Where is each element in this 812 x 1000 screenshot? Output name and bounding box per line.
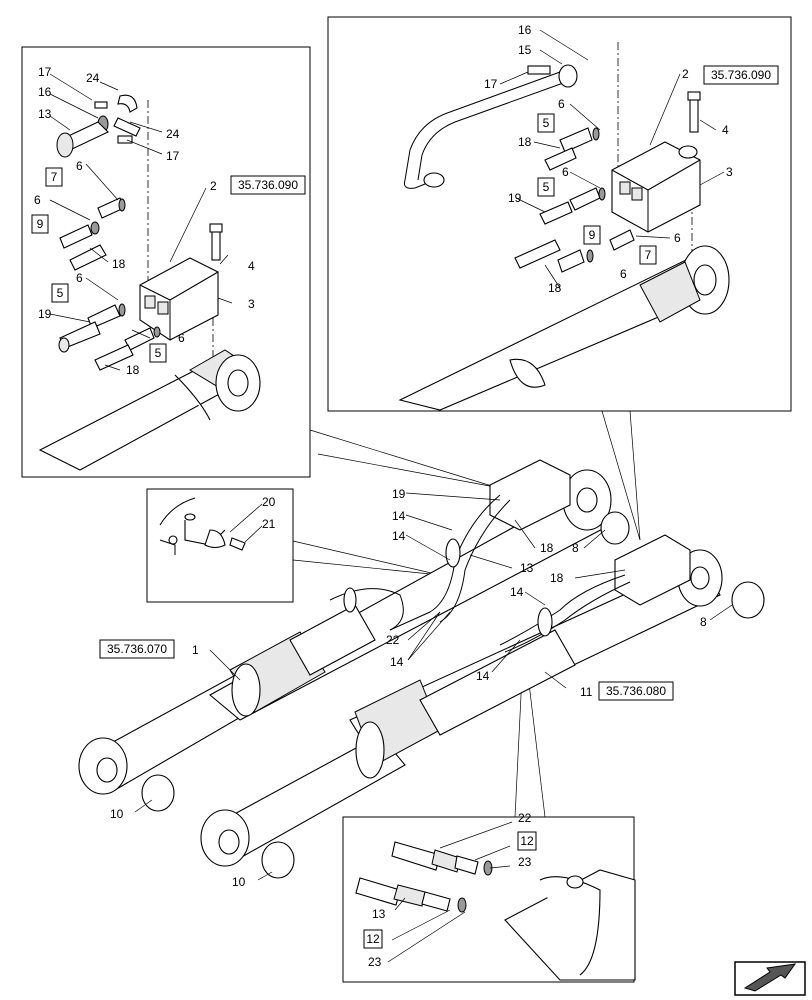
- callout-label: 20: [262, 495, 276, 509]
- main-leaders: [134, 492, 733, 881]
- callouts-top-left: 17 24 16 13 24 17 6 7 6 9 18 2 4 6 5 19 …: [31, 65, 255, 377]
- callout-label: 8: [700, 615, 707, 629]
- callout-label: 14: [390, 655, 404, 669]
- callout-label: 2: [210, 179, 217, 193]
- callout-label: 17: [166, 149, 180, 163]
- top-left-detail-parts: [38, 94, 261, 471]
- callout-label: 18: [112, 257, 126, 271]
- callout-label: 6: [34, 193, 41, 207]
- bottom-detail-parts: [355, 821, 636, 981]
- callout-label: 6: [674, 231, 681, 245]
- callout-label: 1: [192, 643, 199, 657]
- callout-label: 3: [248, 297, 255, 311]
- callouts-main: 20 21 19 14 14 18 13 8 18 14 8 1 22 14 1…: [110, 487, 707, 889]
- callout-label: 23: [368, 955, 382, 969]
- ref-label-r1: 35.736.090: [238, 178, 298, 192]
- callout-label: 8: [572, 541, 579, 555]
- callout-label: 18: [540, 541, 554, 555]
- callout-label: 17: [484, 77, 498, 91]
- callout-label: 17: [38, 65, 52, 79]
- callout-label: 18: [548, 281, 562, 295]
- box-leader-lines: [292, 410, 641, 818]
- callout-label: 23: [518, 855, 532, 869]
- callout-label: 24: [166, 127, 180, 141]
- callout-label: 21: [262, 517, 276, 531]
- main-assembly: [78, 459, 765, 879]
- callout-label: 14: [510, 585, 524, 599]
- callouts-bottom: 22 12 23 13 12 23: [363, 811, 537, 969]
- callout-label: 3: [726, 165, 733, 179]
- ref-box-r1: 35.736.090: [230, 175, 306, 195]
- callout-label: 18: [518, 135, 532, 149]
- callout-label: 19: [508, 191, 522, 205]
- callout-label: 15: [518, 43, 532, 57]
- callout-label: 10: [110, 807, 124, 821]
- callout-label: 19: [38, 307, 52, 321]
- callout-label: 16: [518, 23, 532, 37]
- callout-label: 6: [178, 331, 185, 345]
- top-right-detail-parts: [398, 42, 730, 411]
- callout-label: 22: [518, 811, 532, 825]
- callout-label-boxed: 7: [51, 170, 58, 184]
- callout-label: 6: [76, 271, 83, 285]
- clamp-detail-parts: [159, 497, 263, 555]
- callout-label: 13: [372, 907, 386, 921]
- callout-label: 13: [38, 107, 52, 121]
- callout-label: 22: [386, 633, 400, 647]
- callouts-top-right: 16 15 17 2 6 5 4 18 6 5 3 19 9 6 7 6 18: [484, 23, 733, 295]
- callout-label: 4: [248, 259, 255, 273]
- callout-label: 19: [392, 487, 406, 501]
- callout-label: 10: [232, 875, 246, 889]
- callout-label: 6: [620, 267, 627, 281]
- callout-label: 14: [476, 669, 490, 683]
- top-right-leaders: [499, 29, 725, 289]
- callout-label-boxed: 5: [543, 116, 550, 130]
- ref-box-r4: 35.736.080: [598, 681, 674, 701]
- callout-label: 11: [580, 685, 593, 699]
- callout-label-boxed: 5: [543, 180, 550, 194]
- callout-label: 6: [558, 97, 565, 111]
- callout-label: 18: [126, 363, 140, 377]
- callout-label: 18: [550, 571, 564, 585]
- callout-label-boxed: 7: [645, 248, 652, 262]
- ref-label-r4: 35.736.080: [606, 684, 666, 698]
- callout-label: 16: [38, 85, 52, 99]
- top-left-leaders: [49, 73, 233, 371]
- ref-label-r2: 35.736.090: [711, 68, 771, 82]
- callout-label: 14: [392, 509, 406, 523]
- callout-label-boxed: 12: [520, 834, 534, 848]
- direction-arrow-icon: [734, 961, 806, 996]
- callout-label-boxed: 12: [366, 932, 380, 946]
- callout-label-boxed: 5: [155, 346, 162, 360]
- callout-label: 24: [86, 71, 100, 85]
- callout-label: 13: [520, 561, 534, 575]
- ref-label-r3: 35.736.070: [107, 642, 167, 656]
- callout-label: 6: [562, 165, 569, 179]
- callout-label-boxed: 5: [57, 286, 64, 300]
- callout-label: 14: [392, 529, 406, 543]
- ref-box-r2: 35.736.090: [703, 65, 779, 85]
- callout-label: 4: [722, 123, 729, 137]
- callout-label: 6: [76, 159, 83, 173]
- ref-box-r3: 35.736.070: [99, 639, 175, 659]
- callout-label-boxed: 9: [37, 217, 44, 231]
- callout-label: 2: [682, 67, 689, 81]
- callout-label-boxed: 9: [589, 228, 596, 242]
